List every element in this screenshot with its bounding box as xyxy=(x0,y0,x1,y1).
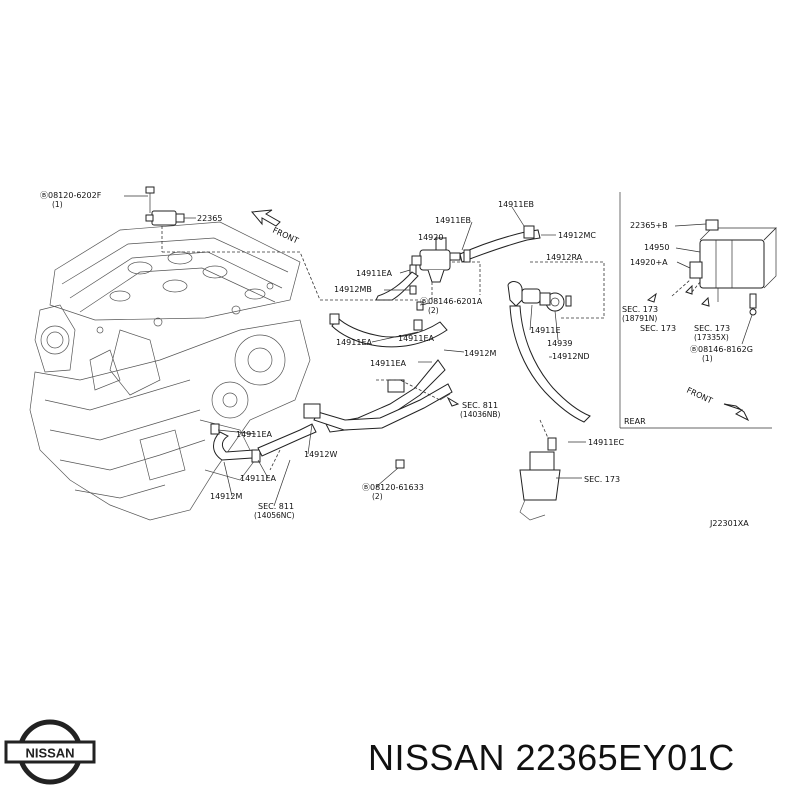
purge-valve-14939 xyxy=(507,281,572,312)
label-bolt-bottom-qty: (2) xyxy=(372,492,383,501)
label-front-right: FRONT xyxy=(685,386,714,406)
label-sec173-2: SEC. 173 xyxy=(640,324,676,333)
label-14911EA-5: 14911EA xyxy=(236,430,273,439)
logo-bar xyxy=(4,740,96,764)
label-bolt-mid: Ⓑ08146-6201A xyxy=(420,297,483,306)
label-14911EA-3: 14911EA xyxy=(398,334,435,343)
label-14912W: 14912W xyxy=(304,450,337,459)
nissan-logo: NISSAN xyxy=(4,719,96,785)
label-14912M-1: 14912M xyxy=(464,349,496,358)
label-14911EA-6: 14911EA xyxy=(240,474,277,483)
lower-assembly-sec173 xyxy=(519,437,582,521)
label-14920A: 14920+A xyxy=(630,258,668,267)
engine-illustration xyxy=(29,221,311,521)
label-22365B: 22365+B xyxy=(630,221,668,230)
label-bolt-right: Ⓑ08146-8162G xyxy=(690,345,753,354)
label-14912MB: 14912MB xyxy=(334,285,372,294)
labels: Ⓑ08120-6202F (1) 22365 FRONT 14911EB 149… xyxy=(40,191,753,528)
label-14911EC: 14911EC xyxy=(588,438,625,447)
logo-text: NISSAN xyxy=(25,746,74,761)
solenoid-22365 xyxy=(145,186,196,252)
label-rear: REAR xyxy=(624,417,646,426)
label-14911EB-b: 14911EB xyxy=(435,216,471,225)
hose-14912ND xyxy=(509,305,591,423)
part-number-caption: NISSAN 22365EY01C xyxy=(368,737,735,778)
label-14950: 14950 xyxy=(644,243,669,252)
label-sec173-1-ref: (18791N) xyxy=(622,314,657,323)
label-14920: 14920 xyxy=(418,233,443,242)
label-14911EA-1: 14911EA xyxy=(356,269,393,278)
label-bolt-right-qty: (1) xyxy=(702,354,713,363)
label-14911EA-2: 14911EA xyxy=(336,338,373,347)
label-bolt-bottom: Ⓑ08120-61633 xyxy=(362,483,424,492)
label-14911EB-a: 14911EB xyxy=(498,200,534,209)
hose-assembly-14912 xyxy=(210,313,453,469)
label-14939: 14939 xyxy=(547,339,572,348)
label-bolt-top-left-qty: (1) xyxy=(52,200,63,209)
label-sec173-b: SEC. 173 xyxy=(584,475,620,484)
label-22365: 22365 xyxy=(197,214,222,223)
label-bolt-top-left: Ⓑ08120-6202F xyxy=(40,191,102,200)
valve-14920 xyxy=(411,237,461,283)
label-diagram-code: J22301XA xyxy=(709,519,749,528)
canister-panel xyxy=(619,192,777,429)
label-14911E: 14911E xyxy=(530,326,561,335)
label-front-top: FRONT xyxy=(271,226,300,246)
leader-lines xyxy=(124,195,605,507)
label-sec811-a: SEC. 811 xyxy=(462,401,498,410)
label-14911EA-4: 14911EA xyxy=(370,359,407,368)
label-sec173-3: SEC. 173 xyxy=(694,324,730,333)
label-14912RA: 14912RA xyxy=(546,253,583,262)
label-sec173-3-ref: (17335X) xyxy=(694,333,729,342)
label-14912M-2: 14912M xyxy=(210,492,242,501)
label-sec811-b: SEC. 811 xyxy=(258,502,294,511)
label-sec173-1: SEC. 173 xyxy=(622,305,658,314)
label-14912ND: 14912ND xyxy=(552,352,590,361)
label-bolt-mid-qty: (2) xyxy=(428,306,439,315)
front-arrow-top xyxy=(251,209,281,227)
label-14912MC: 14912MC xyxy=(558,231,596,240)
label-sec811-b-ref: (14056NC) xyxy=(254,511,295,520)
label-sec811-a-ref: (14036NB) xyxy=(460,410,501,419)
hose-14912MC xyxy=(459,229,541,263)
